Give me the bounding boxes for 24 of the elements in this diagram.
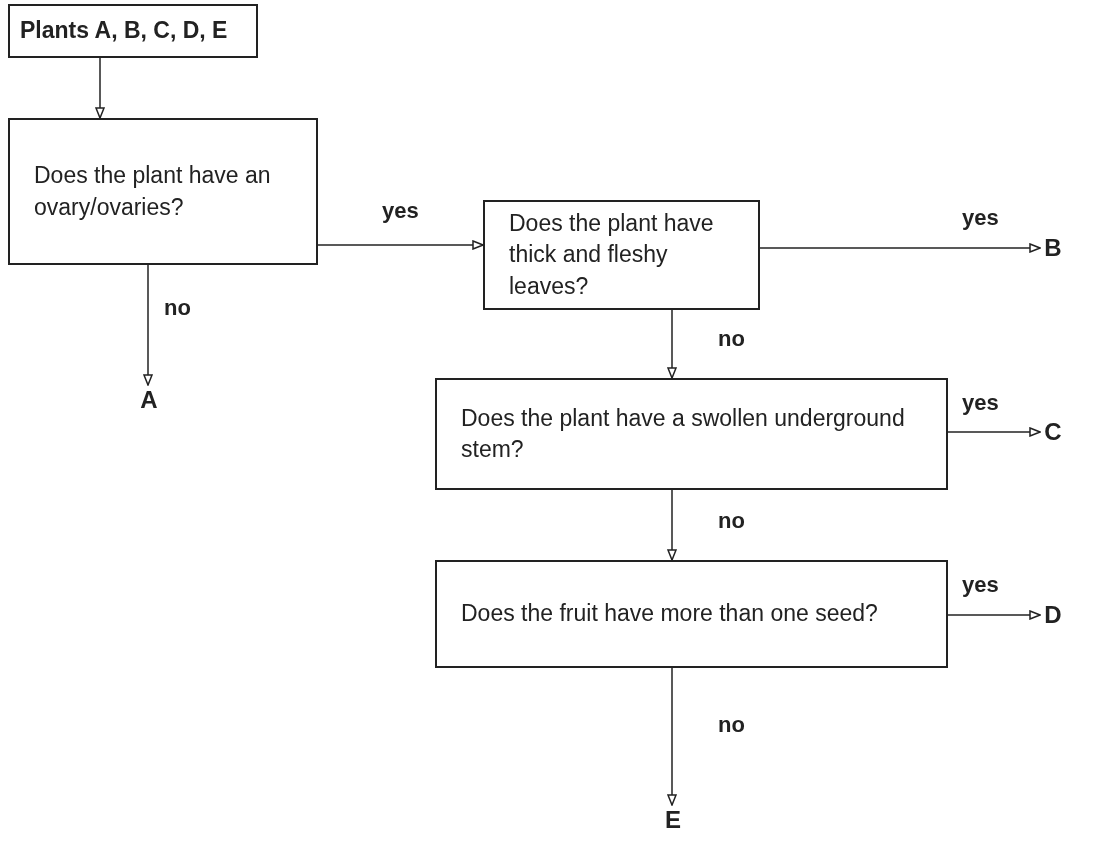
arrow: [317, 240, 484, 250]
outcome-letter: C: [1044, 416, 1062, 447]
outcome-letter: E: [665, 804, 681, 835]
arrow: [667, 667, 677, 806]
question-text: Plants A, B, C, D, E: [20, 16, 228, 46]
outcome-letter: A: [140, 384, 158, 415]
question-text: Does the fruit have more than one seed?: [461, 599, 878, 629]
outcome-letter: B: [1044, 232, 1062, 263]
arrow: [667, 309, 677, 379]
question-box: [435, 560, 948, 668]
arrow: [947, 610, 1041, 620]
arrow: [95, 57, 105, 119]
question-box: [483, 200, 760, 310]
question-text: Does the plant have an ovary/ovaries?: [34, 161, 272, 222]
arrow: [143, 264, 153, 386]
arrow: [759, 243, 1041, 253]
question-box: [8, 118, 318, 265]
question-box: [435, 378, 948, 490]
arrow: [947, 427, 1041, 437]
question-text: Does the plant have thick and fleshy leaves?: [509, 209, 715, 301]
outcome-letter: D: [1044, 599, 1062, 630]
question-text: Does the plant have a swollen underground stem?: [461, 403, 906, 464]
arrow: [667, 489, 677, 561]
question-box: [8, 4, 258, 58]
